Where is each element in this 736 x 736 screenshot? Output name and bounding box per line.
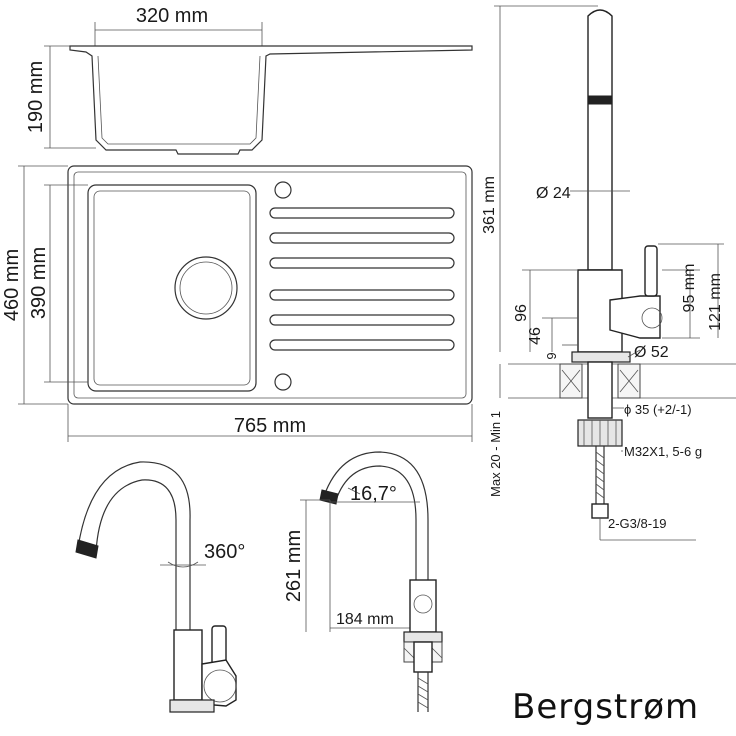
dim-tap-height: 361 mm	[481, 176, 498, 234]
rotation-angle: 360°	[204, 541, 245, 563]
dim-thread: M32X1, 5-6 g	[624, 444, 702, 459]
dim-body-46: 46	[527, 327, 544, 345]
dim-base-9: 9	[544, 352, 559, 359]
dim-bowl-width: 320 mm	[136, 5, 208, 27]
dim-reach: 184 mm	[336, 611, 394, 628]
tilt-angle: 16,7°	[350, 483, 397, 505]
dim-overall-width: 765 mm	[234, 415, 306, 437]
overflow-hole-icon	[274, 373, 292, 391]
dim-body-96: 96	[513, 304, 530, 322]
drainer-grooves	[269, 207, 455, 351]
dim-inner-depth: 390 mm	[28, 247, 50, 319]
dim-lever-height: 95 mm	[681, 264, 698, 313]
dim-worktop: Max 20 - Min 1	[488, 411, 503, 497]
brand-logo: Bergstrøm	[512, 687, 699, 727]
tap-side-view: 361 mm Ø 24 95 mm 121 mm 96 46 9 Ø 52	[481, 5, 736, 541]
sink-side-profile: 320 mm 190 mm	[25, 5, 473, 155]
dim-bowl-depth: 190 mm	[25, 61, 47, 133]
tap-hole-icon	[274, 181, 292, 199]
tap-front-view: 16,7° 261 mm 184 mm	[283, 451, 443, 712]
dim-hose-thread: 2-G3/8-19	[608, 516, 667, 531]
dim-lever-total: 121 mm	[707, 273, 724, 331]
sink-top-view: 460 mm 390 mm 765 mm	[1, 165, 473, 442]
lever-knob-icon	[203, 669, 237, 703]
tap-rotation-view: 360°	[75, 461, 245, 713]
dim-base-diameter: Ø 52	[634, 344, 669, 361]
dim-spout-diameter: Ø 24	[536, 185, 571, 202]
dim-overall-depth: 460 mm	[1, 249, 23, 321]
drain-icon	[174, 256, 238, 320]
dim-hole-diameter: ϕ 35 (+2/-1)	[624, 402, 692, 417]
dim-front-height: 261 mm	[283, 530, 305, 602]
